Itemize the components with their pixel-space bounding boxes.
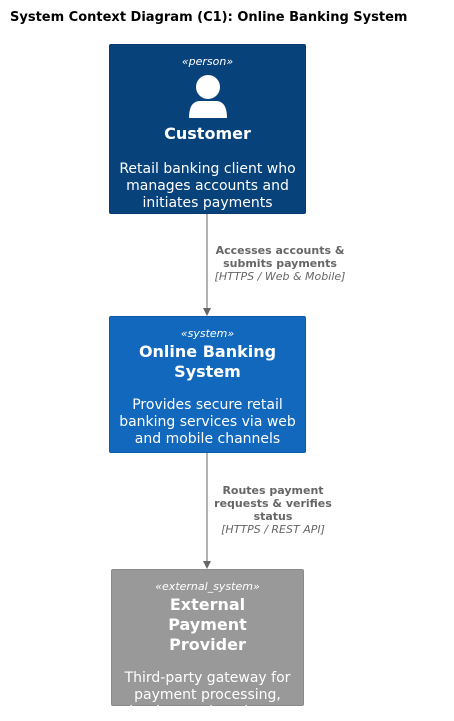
external-payment-description: Third-party gateway for payment processi… [121,670,294,720]
online-banking-description: Provides secure retail banking services … [119,397,296,447]
arrowhead-customer-to-online [203,308,211,316]
customer-name: Customer [164,124,251,143]
diagram-title: System Context Diagram (C1): Online Bank… [10,10,408,25]
external-payment-node[interactable]: «external_system» External Payment Provi… [111,569,304,720]
online-banking-node[interactable]: «system» Online Banking System Provides … [109,316,306,453]
edge-label-text: Accesses accounts & submits payments [215,244,345,270]
online-banking-stereotype: «system» [180,327,235,340]
edge-technology-text: [HTTPS / REST API] [221,523,325,536]
online-banking-name: Online Banking System [138,342,277,381]
external-payment-name: External Payment Provider [168,595,247,654]
arrowhead-online-to-external [203,561,211,569]
customer-stereotype: «person» [181,55,234,68]
external-payment-stereotype: «external_system» [155,580,260,593]
edge-label-online-to-external: Routes payment requests & verifies statu… [205,484,341,536]
person-icon [188,75,227,118]
edge-label-text: Routes payment requests & verifies statu… [214,484,332,523]
customer-description: Retail banking client who manages accoun… [119,161,296,211]
customer-node[interactable]: «person» Customer Retail banking client … [109,44,306,214]
edge-technology-text: [HTTPS / Web & Mobile] [214,270,346,283]
edge-label-customer-to-online: Accesses accounts & submits payments [HT… [205,244,355,283]
